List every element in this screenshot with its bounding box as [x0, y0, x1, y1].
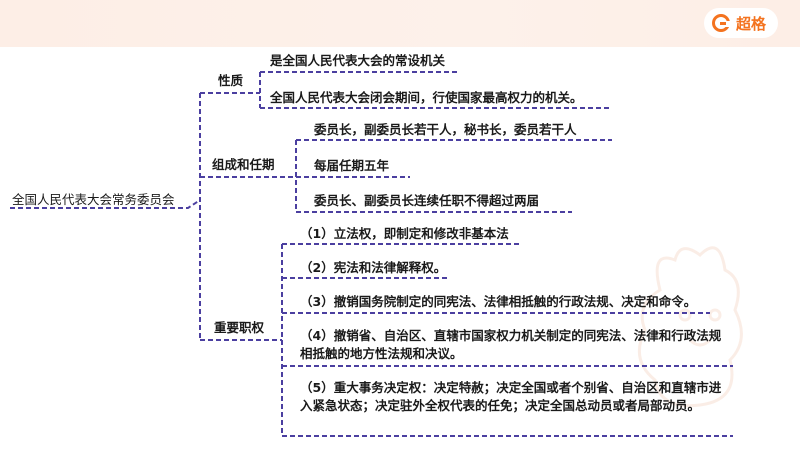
composition-item-2: 每届任期五年	[314, 158, 390, 173]
root-node: 全国人民代表大会常务委员会	[12, 192, 175, 207]
duties-item-3: （3）撤销国务院制定的同宪法、法律相抵触的行政法规、决定和命令。	[300, 294, 697, 309]
branch-composition-label: 组成和任期	[212, 157, 275, 172]
duties-item-5: （5）重大事务决定权：决定特赦；决定全国或者个别省、自治区和直辖市进入紧急状态；…	[300, 380, 722, 413]
brand-logo: 超格	[703, 8, 778, 38]
root-connector	[10, 199, 201, 209]
branch-nature-label: 性质	[218, 73, 244, 88]
duties-item-1: （1）立法权，即制定和修改非基本法	[300, 226, 509, 241]
branch-duties-label: 重要职权	[214, 320, 265, 335]
duties-item-2: （2）宪法和法律解释权。	[300, 260, 447, 275]
nature-item-2: 全国人民代表大会闭会期间，行使国家最高权力的机关。	[270, 90, 583, 105]
brand-name: 超格	[735, 14, 766, 33]
mascot-watermark-icon	[637, 246, 743, 408]
top-band	[0, 0, 800, 47]
composition-item-1: 委员长，副委员长若干人，秘书长，委员若干人	[314, 122, 577, 137]
brand-g-icon	[711, 14, 731, 32]
composition-item-3: 委员长、副委员长连续任职不得超过两届	[314, 193, 540, 208]
nature-item-1: 是全国人民代表大会的常设机关	[270, 53, 446, 68]
duties-item-4: （4）撤销省、自治区、直辖市国家权力机关制定的同宪法、法律和行政法规相抵触的地方…	[300, 328, 722, 361]
